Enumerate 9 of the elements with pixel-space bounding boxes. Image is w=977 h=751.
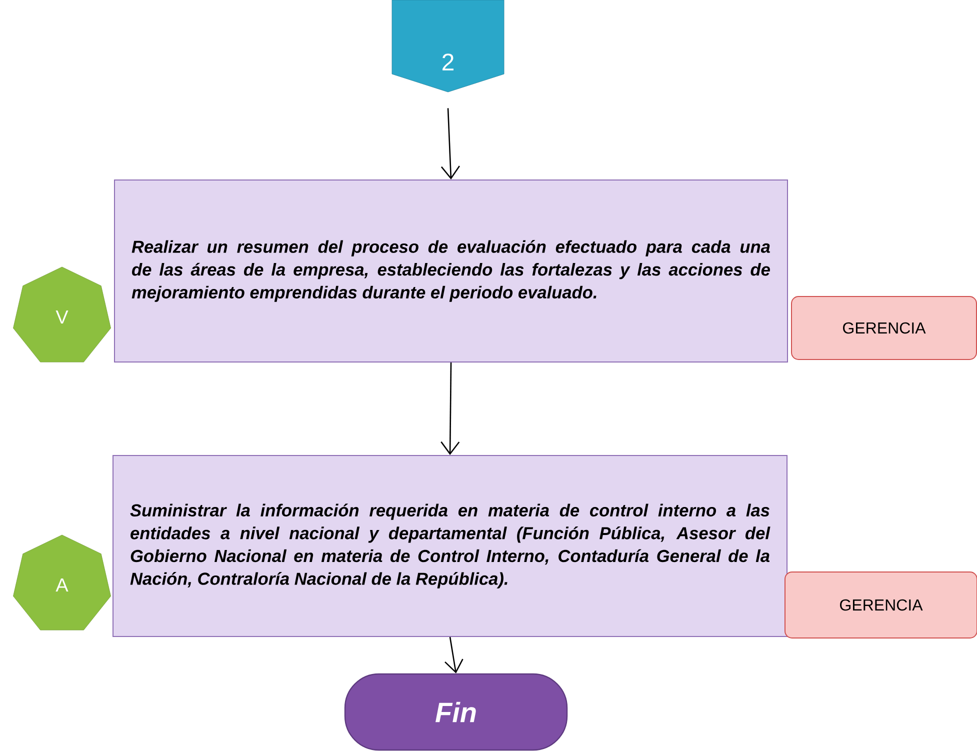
offpage-connector: 2	[392, 0, 504, 92]
arrow	[440, 108, 460, 180]
arrow	[440, 362, 460, 455]
arrow	[444, 636, 464, 674]
process-box: Realizar un resumen del proceso de evaluación efectuado para cada una de las áreas de la empresa, estableciendo las fortalezas y las acciones de mejoramiento emprendidas durante el periodo evaluado.	[114, 180, 788, 362]
role-box: GERENCIA	[784, 572, 977, 638]
process-box: Suministrar la información requerida en materia de control interno a las entidades a nivel nacional y departamental (Función Pública, Asesor del Gobierno Nacional en materia de Control Interno, Contaduría General de la Nación, Contraloría Nacional de la República).	[112, 455, 788, 637]
terminal-oval: Fin	[344, 673, 568, 751]
role-box: GERENCIA	[791, 296, 977, 360]
